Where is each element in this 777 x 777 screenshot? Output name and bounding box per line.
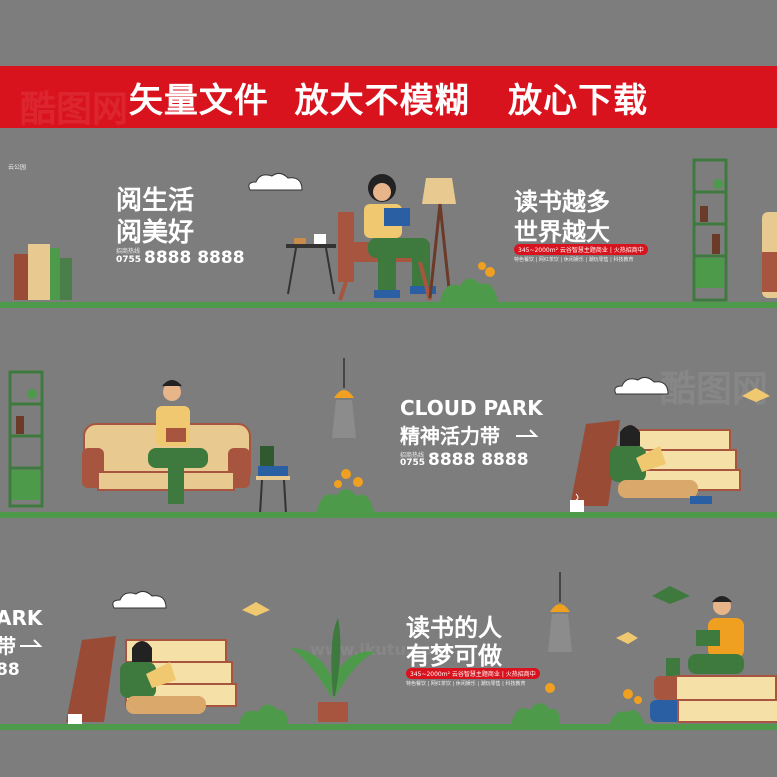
- flower-plant-icon: [316, 469, 374, 514]
- panel1-headline-1: 阅生活: [116, 186, 195, 216]
- panel-2: CLOUD PARK 精神活力带 招商热线 0755 8888 8888: [0, 318, 777, 528]
- books-stack-icon: [14, 244, 72, 300]
- flying-book-icon: [742, 388, 770, 402]
- panel1-area-code: 0755: [116, 255, 142, 265]
- panel1-right-title-1: 读书越多: [514, 188, 610, 216]
- panel3-tag: 345~2000m² 云谷智慧主题商业 | 火热招商中: [406, 668, 540, 679]
- arrow-right-icon: [516, 429, 539, 437]
- panel1-tag: 345~2000m² 云谷智慧主题商业 | 火热招商中: [514, 244, 648, 255]
- flower-plant-icon: [608, 689, 646, 728]
- floor-line: [0, 724, 777, 730]
- flying-book-icon: [616, 632, 638, 644]
- bookshelf-icon: [692, 158, 728, 302]
- panel2-area-code: 0755: [400, 458, 426, 468]
- panel-3: ARK 带 88 读书的人 有梦可做 345~2000m² 云谷智慧主题商业 |: [0, 528, 777, 777]
- panel2-title-cn: 精神活力带: [400, 424, 500, 448]
- sofa-reader-illustration: [82, 380, 251, 504]
- potted-plant-icon: [290, 618, 376, 722]
- panel1-phone-label: 招商热线: [116, 248, 141, 255]
- panel2-title-en: CLOUD PARK: [400, 396, 543, 420]
- floor-line: [0, 302, 777, 308]
- flying-book-icon: [652, 586, 690, 604]
- coffee-cup-icon: [68, 714, 82, 726]
- book-stack-reader-illustration: [66, 636, 237, 722]
- panel1-logo-small: 云公园: [8, 164, 27, 171]
- panel3-tags-small: 特色餐饮 | 网红茶饮 | 休闲娱乐 | 潮玩零售 | 科技教育: [406, 681, 526, 687]
- reader-armchair-illustration: [338, 174, 436, 301]
- panel1-right-title-2: 世界越大: [514, 218, 610, 246]
- panel3-left-num: 88: [0, 660, 20, 680]
- banner-text: 矢量文件 放大不模糊 放心下载: [128, 80, 649, 121]
- cloud-icon: [248, 172, 303, 191]
- flying-book-icon: [242, 602, 270, 616]
- side-table-icon: [256, 446, 290, 515]
- bush-icon: [238, 704, 288, 728]
- floor-line: [0, 512, 777, 518]
- panel3-left-cn: 带: [0, 634, 16, 658]
- book-stack-reader-illustration: [650, 596, 777, 723]
- arrow-right-icon: [20, 639, 43, 647]
- book-stack-reader-illustration: [570, 420, 741, 506]
- panel2-phone: 8888 8888: [428, 450, 529, 470]
- panel1-phone: 8888 8888: [144, 248, 245, 268]
- panel1-headline-2: 阅美好: [116, 218, 195, 248]
- hanging-lamp-icon: [548, 572, 572, 652]
- cloud-icon: [614, 376, 669, 395]
- panel-1: 云公园 阅生活 阅美好 招商热线 0755 8888 8888: [0, 128, 777, 318]
- hanging-lamp-icon: [332, 358, 356, 438]
- sofa-partial-icon: [762, 212, 777, 298]
- panel3-title-2: 有梦可做: [406, 642, 502, 670]
- panel3-left-en: ARK: [0, 606, 43, 630]
- side-table-icon: [286, 234, 336, 295]
- panel2-phone-label: 招商热线: [400, 452, 425, 459]
- floor-lamp-icon: [422, 178, 456, 299]
- bookshelf-icon: [8, 370, 44, 508]
- panel3-title-1: 读书的人: [406, 614, 502, 642]
- panel1-tags-small: 特色餐饮 | 网红茶饮 | 休闲娱乐 | 潮玩零售 | 科技教育: [514, 257, 634, 263]
- coffee-cup-icon: [570, 493, 584, 512]
- bush-icon: [440, 262, 498, 302]
- top-banner: 矢量文件 放大不模糊 放心下载: [0, 66, 777, 128]
- cloud-icon: [112, 590, 167, 609]
- flower-plant-icon: [510, 683, 560, 728]
